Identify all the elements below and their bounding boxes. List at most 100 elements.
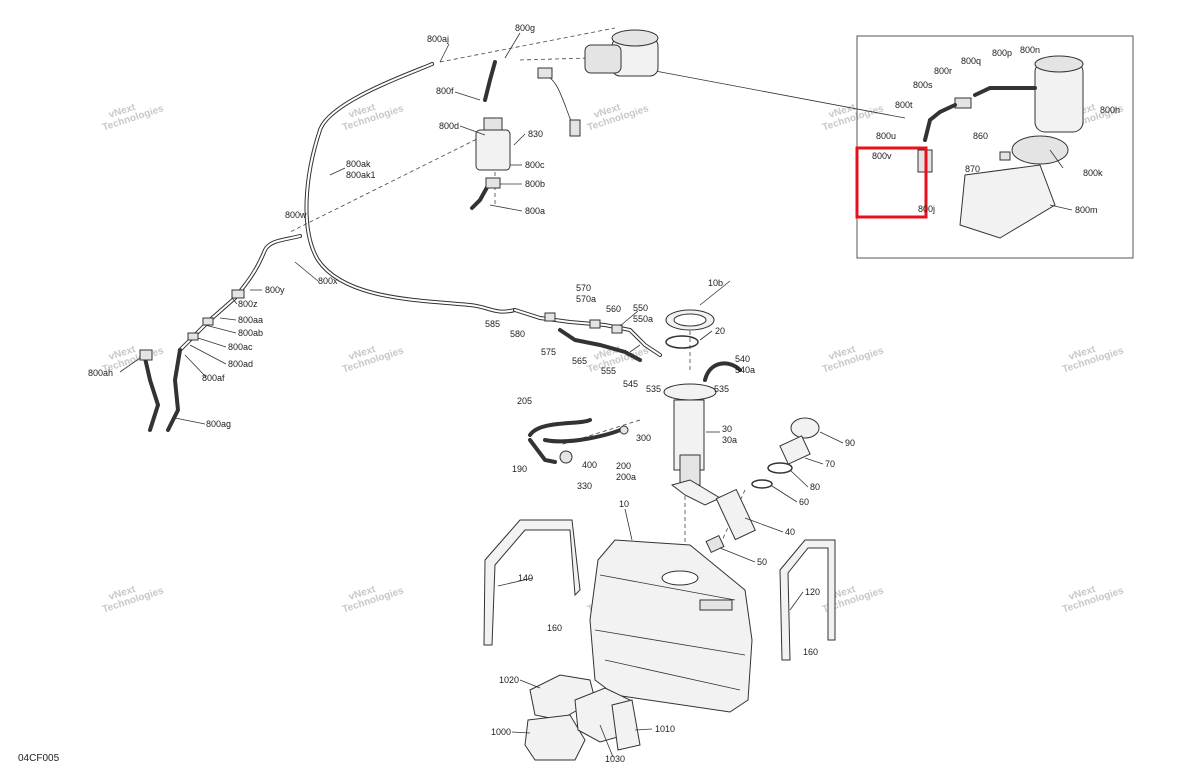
label-200a: 200a — [616, 472, 636, 482]
label-535-left: 535 — [646, 384, 661, 394]
label-800j: 800j — [918, 204, 935, 214]
neck-70 — [779, 435, 811, 465]
label-800q: 800q — [961, 56, 981, 66]
label-205: 205 — [517, 396, 532, 406]
label-800aa: 800aa — [238, 315, 263, 325]
watermark: vNext Technologies — [341, 102, 405, 134]
label-60: 60 — [799, 497, 809, 507]
label-830: 830 — [528, 129, 543, 139]
label-870: 870 — [965, 164, 980, 174]
hoses-200-205 — [528, 418, 629, 464]
label-540: 540 — [735, 354, 750, 364]
watermark: vNext Technologies — [586, 102, 650, 134]
canister-assembly — [470, 29, 659, 210]
watermark: vNext Technologies — [101, 102, 165, 134]
label-70: 70 — [825, 459, 835, 469]
label-1000: 1000 — [491, 727, 511, 737]
label-90: 90 — [845, 438, 855, 448]
label-10: 10 — [619, 499, 629, 509]
filler-neck — [705, 417, 820, 554]
label-330: 330 — [577, 481, 592, 491]
label-30a: 30a — [722, 435, 737, 445]
fuel-cap-90 — [790, 417, 820, 439]
label-20: 20 — [715, 326, 725, 336]
strap-120 — [779, 539, 836, 661]
pump-flange — [663, 383, 717, 401]
label-800ad: 800ad — [228, 359, 253, 369]
label-800v: 800v — [872, 151, 892, 161]
heat-shields — [524, 674, 641, 761]
label-800af: 800af — [202, 373, 225, 383]
leader-lines — [119, 32, 1073, 758]
tank-straps — [483, 519, 836, 661]
label-555: 555 — [601, 366, 616, 376]
label-585: 585 — [485, 319, 500, 329]
label-80: 80 — [810, 482, 820, 492]
label-800ag: 800ag — [206, 419, 231, 429]
seal-20 — [665, 335, 699, 349]
shield-1000 — [524, 714, 586, 761]
ring-80 — [767, 462, 793, 474]
label-800g: 800g — [515, 23, 535, 33]
label-550: 550 — [633, 303, 648, 313]
label-40: 40 — [785, 527, 795, 537]
label-30: 30 — [722, 424, 732, 434]
label-1030: 1030 — [605, 754, 625, 764]
label-800p: 800p — [992, 48, 1012, 58]
left-hose-chain — [139, 234, 302, 432]
watermark: vNext Technologies — [821, 102, 885, 134]
label-540a: 540a — [735, 365, 755, 375]
label-800k: 800k — [1083, 168, 1103, 178]
label-50: 50 — [757, 557, 767, 567]
label-120: 120 — [805, 587, 820, 597]
label-860: 860 — [973, 131, 988, 141]
label-800ak1: 800ak1 — [346, 170, 376, 180]
label-800c: 800c — [525, 160, 545, 170]
tank-10 — [589, 539, 753, 713]
label-545: 545 — [623, 379, 638, 389]
hose-40 — [715, 488, 756, 541]
label-200: 200 — [616, 461, 631, 471]
clamp-50 — [705, 534, 725, 554]
label-800z: 800z — [238, 299, 258, 309]
label-800r: 800r — [934, 66, 952, 76]
label-160-left: 160 — [547, 623, 562, 633]
part-labels: 800aj 800g 800f 800d 830 800c 800b 800a … — [18, 23, 1120, 764]
label-800h: 800h — [1100, 105, 1120, 115]
watermark: vNext Technologies — [1061, 344, 1125, 376]
label-190: 190 — [512, 464, 527, 474]
canister-valve — [584, 44, 622, 74]
label-800n: 800n — [1020, 45, 1040, 55]
label-400: 400 — [582, 460, 597, 470]
label-575: 575 — [541, 347, 556, 357]
label-800t: 800t — [895, 100, 913, 110]
label-800f: 800f — [436, 86, 454, 96]
inset-bracket — [959, 164, 1056, 239]
label-800x: 800x — [318, 276, 338, 286]
label-800d: 800d — [439, 121, 459, 131]
label-1010: 1010 — [655, 724, 675, 734]
ring-60 — [751, 479, 773, 489]
middle-hoses — [513, 308, 662, 362]
label-160-right: 160 — [803, 647, 818, 657]
strap-140 — [483, 519, 581, 646]
label-800w: 800w — [285, 210, 307, 220]
label-1020: 1020 — [499, 675, 519, 685]
label-800ab: 800ab — [238, 328, 263, 338]
label-570: 570 — [576, 283, 591, 293]
shield-1010 — [611, 699, 641, 751]
watermark: vNext Technologies — [101, 584, 165, 616]
label-570a: 570a — [576, 294, 596, 304]
label-800ah: 800ah — [88, 368, 113, 378]
vent-filter-800c — [475, 129, 511, 171]
label-300: 300 — [636, 433, 651, 443]
label-800y: 800y — [265, 285, 285, 295]
label-800a: 800a — [525, 206, 545, 216]
connector-830 — [537, 67, 553, 79]
label-550a: 550a — [633, 314, 653, 324]
label-800aj: 800aj — [427, 34, 449, 44]
label-800b: 800b — [525, 179, 545, 189]
label-800u: 800u — [876, 131, 896, 141]
